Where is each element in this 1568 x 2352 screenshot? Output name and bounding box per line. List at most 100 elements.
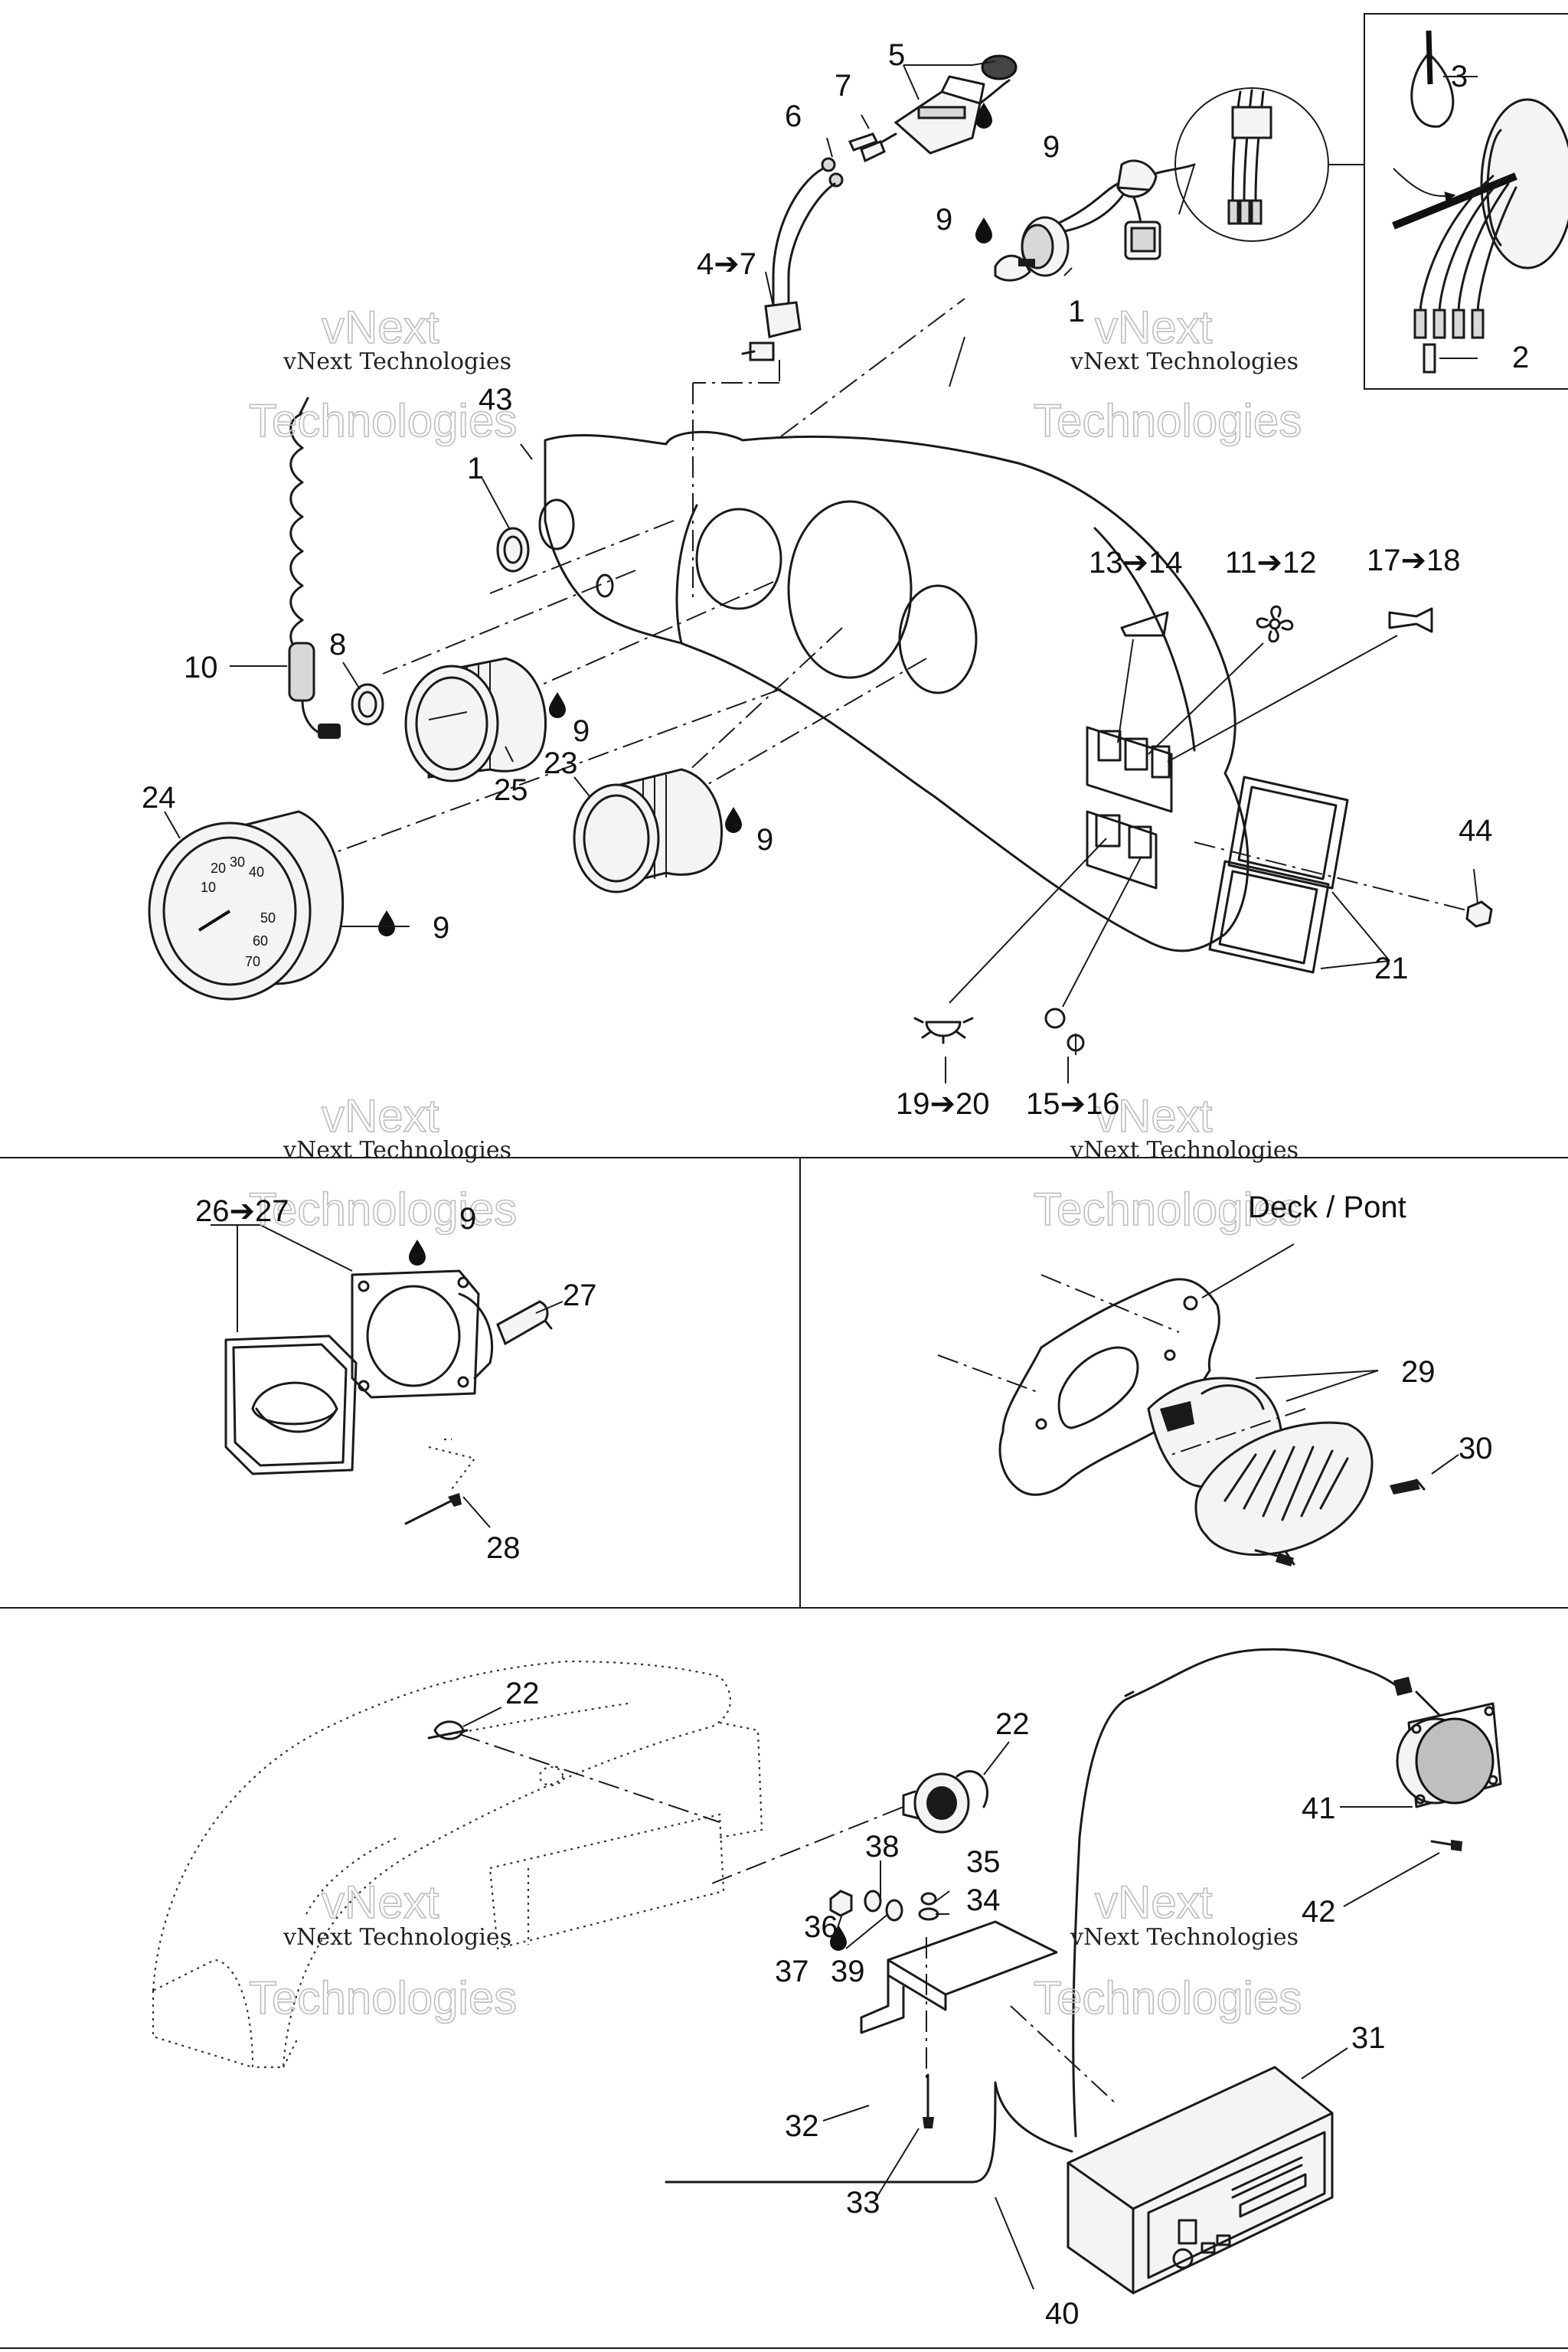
- gauge-tick-50: 50: [260, 910, 276, 926]
- light-icon: [913, 1017, 974, 1044]
- label-9-e: 9: [433, 911, 449, 945]
- section-dividers: [0, 1157, 1568, 2349]
- label-33: 33: [846, 2186, 880, 2220]
- drop-icon: [409, 1240, 426, 1266]
- speaker-41: [1396, 1702, 1502, 1808]
- stereo-radio-31: [1067, 2066, 1334, 2295]
- label-44: 44: [1459, 814, 1493, 848]
- wiring-harness: [665, 1648, 1441, 2184]
- label-25: 25: [494, 773, 528, 807]
- alignment-lines: [321, 298, 1471, 912]
- drop-icon: [975, 217, 992, 243]
- gauge-tick-60: 60: [253, 933, 268, 949]
- top-leaders: [164, 60, 1478, 1083]
- label-22-b: 22: [995, 1707, 1030, 1741]
- label-11-12: 11➔12: [1225, 546, 1317, 580]
- svg-text:vNext: vNext: [322, 1090, 439, 1142]
- label-3: 3: [1451, 60, 1468, 93]
- bilge-icon: [1120, 611, 1169, 637]
- svg-text:vNext Technologies: vNext Technologies: [1070, 1137, 1298, 1164]
- label-9-f: 9: [459, 1202, 476, 1236]
- connector-zoom: [1227, 89, 1272, 225]
- watermark-top-right: vNext vNext Technologies Technologies: [1033, 301, 1302, 447]
- svg-text:Technologies: Technologies: [249, 1972, 517, 2024]
- console-dotted: [152, 1660, 763, 2069]
- label-13-14: 13➔14: [1089, 546, 1183, 580]
- screw-42: [1430, 1840, 1462, 1851]
- label-40: 40: [1045, 2297, 1080, 2331]
- svg-text:vNext Technologies: vNext Technologies: [1070, 348, 1298, 375]
- label-9-a: 9: [1043, 130, 1060, 164]
- nut-44: [1465, 900, 1493, 928]
- label-6: 6: [785, 100, 802, 133]
- bezel-ring-1: [496, 527, 530, 573]
- gauge-tick-10: 10: [201, 880, 216, 895]
- horn-icon: [1388, 607, 1433, 633]
- label-31: 31: [1351, 2021, 1386, 2055]
- dashboard-panel: [538, 430, 1250, 952]
- outlet-22: [902, 1770, 988, 1834]
- svg-text:Technologies: Technologies: [1034, 395, 1302, 446]
- gauge-25: [404, 657, 547, 782]
- gauge-tick-40: 40: [249, 864, 264, 880]
- label-38: 38: [865, 1830, 900, 1864]
- svg-text:vNext Technologies: vNext Technologies: [283, 348, 511, 375]
- label-7: 7: [835, 69, 851, 103]
- callout-labels: 5 7 6 9 9 4➔7 1 3 2 43 1 10 8 9 25 23 9 …: [142, 38, 1529, 2331]
- label-35: 35: [966, 1845, 1001, 1879]
- label-39: 39: [831, 1955, 865, 1988]
- label-22-a: 22: [505, 1677, 540, 1710]
- label-23: 23: [544, 746, 578, 780]
- svg-text:Technologies: Technologies: [1034, 1184, 1302, 1235]
- label-2: 2: [1512, 341, 1529, 374]
- rivet-28: [404, 1493, 462, 1525]
- drop-icon: [725, 807, 742, 833]
- label-37: 37: [775, 1955, 809, 1988]
- ignition-switch: [994, 159, 1196, 282]
- svg-text:vNext: vNext: [322, 302, 439, 353]
- label-30: 30: [1459, 1432, 1493, 1465]
- label-9-b: 9: [936, 203, 952, 237]
- gauge-tick-70: 70: [245, 954, 260, 969]
- svg-text:vNext Technologies: vNext Technologies: [283, 1137, 511, 1164]
- light-assembly: [224, 1269, 553, 1475]
- label-1-a: 1: [1068, 295, 1085, 328]
- label-32: 32: [785, 2109, 819, 2143]
- lanyard-switch: [693, 167, 836, 384]
- label-27: 27: [563, 1279, 597, 1312]
- watermark-top-left: vNext vNext Technologies Technologies: [248, 301, 518, 447]
- drop-icon: [549, 692, 566, 718]
- clip-22: [427, 1720, 469, 1740]
- bottom-dashes: [459, 1733, 1119, 2106]
- label-34: 34: [966, 1883, 1001, 1917]
- label-9-d: 9: [756, 823, 773, 857]
- label-24: 24: [142, 781, 176, 815]
- label-1-b: 1: [467, 452, 484, 485]
- ignition-connector-inset: [1364, 13, 1568, 390]
- drop-icon: [378, 910, 395, 936]
- middle-left-leaders: [211, 1224, 564, 1528]
- label-19-20: 19➔20: [896, 1087, 990, 1121]
- label-43: 43: [479, 383, 513, 416]
- deck-label: Deck / Pont: [1248, 1191, 1406, 1224]
- svg-text:Technologies: Technologies: [249, 1184, 517, 1235]
- watermark-mid-right: vNext vNext Technologies Technologies: [1033, 1089, 1302, 1236]
- label-9-c: 9: [573, 714, 590, 748]
- svg-text:vNext: vNext: [1095, 1090, 1213, 1142]
- gauge-tick-20: 20: [211, 861, 226, 876]
- speedometer-24: 10 20 30 40 50 60 70: [148, 810, 345, 1001]
- ring-8: [351, 683, 384, 726]
- label-42: 42: [1302, 1895, 1336, 1929]
- watermark-bottom-left: vNext vNext Technologies Technologies: [248, 1876, 518, 2024]
- gauge-23: [573, 768, 724, 893]
- decals-21: [1208, 776, 1349, 974]
- label-29: 29: [1401, 1355, 1436, 1389]
- label-36: 36: [804, 1910, 838, 1944]
- svg-text:Technologies: Technologies: [249, 395, 517, 446]
- svg-text:Technologies: Technologies: [1034, 1972, 1302, 2024]
- label-26-27: 26➔27: [195, 1194, 289, 1228]
- safety-lanyard: [288, 397, 341, 739]
- svg-text:vNext Technologies: vNext Technologies: [283, 1924, 511, 1951]
- label-15-16: 15➔16: [1026, 1087, 1120, 1121]
